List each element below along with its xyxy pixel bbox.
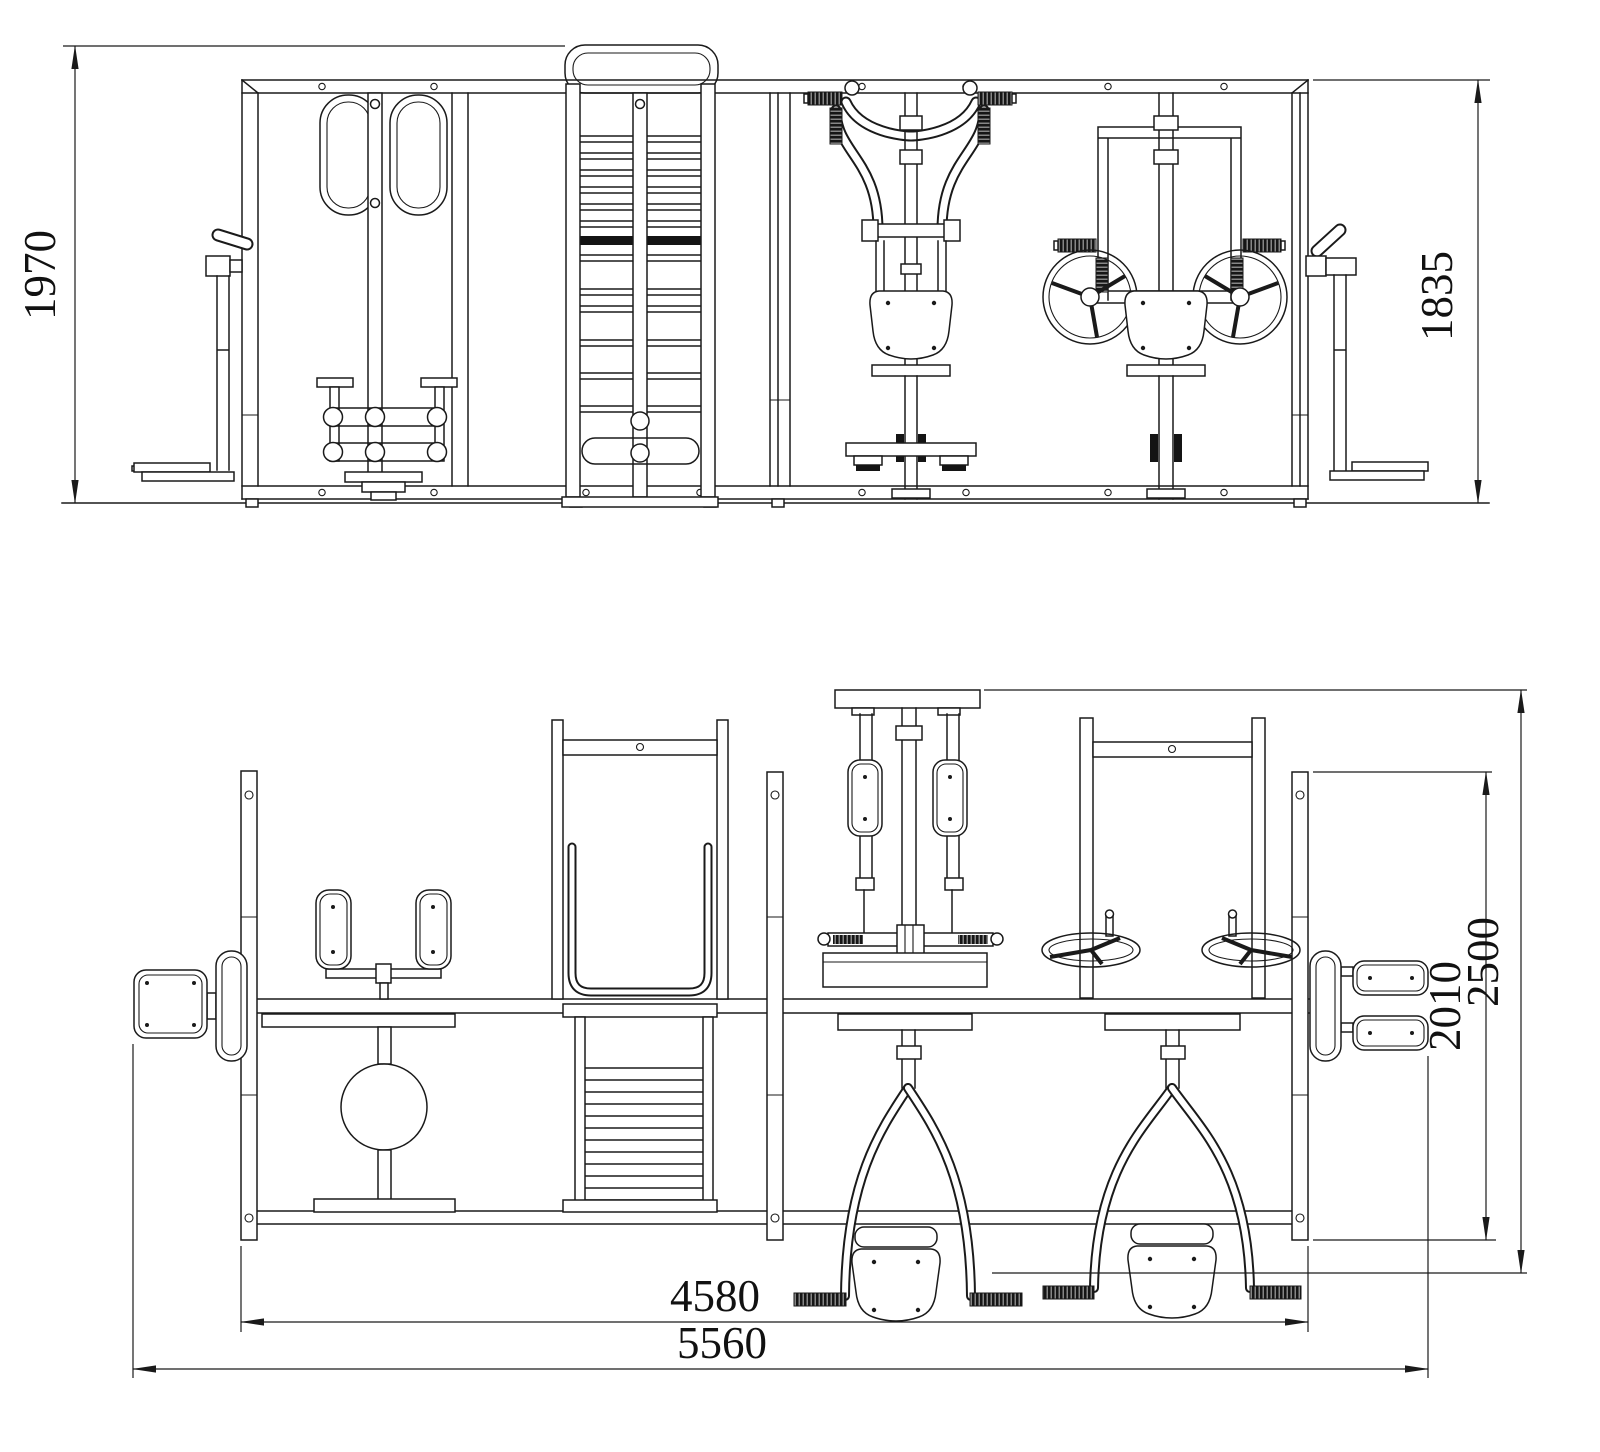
swing-pad-top [1352, 960, 1429, 996]
main-beam [206, 998, 1311, 1014]
dim-overall-height: 1970 [15, 45, 565, 504]
wheel-left [1042, 249, 1138, 345]
ladder-rail-left [565, 83, 581, 498]
dim-label-1835: 1835 [1412, 251, 1462, 341]
top-plan-view: 2010 2500 4580 5560 [132, 689, 1527, 1378]
frame-left [1079, 717, 1094, 999]
weight-rollers [316, 377, 458, 463]
stepper-rungs [584, 1067, 704, 1201]
plank-right [1291, 771, 1309, 1241]
ladder-u-frame [567, 842, 713, 997]
dim-frame-height: 1835 [1313, 79, 1490, 504]
handle-ring [215, 950, 248, 1062]
seat-board [562, 1003, 718, 1018]
wheel-right-plan [1201, 909, 1301, 968]
station-leg-swing-left-plan [133, 950, 248, 1062]
top-crossbar [562, 739, 718, 756]
backrest-pad [1124, 290, 1208, 360]
base-plate [822, 952, 988, 988]
grip-right [977, 91, 1013, 106]
station-lat-pulldown [316, 92, 458, 501]
station-shoulder-wheels [1042, 92, 1288, 500]
backrest-pad [1127, 1245, 1217, 1319]
grip-left [1042, 1285, 1095, 1300]
swing-pad-bottom [1352, 1015, 1429, 1051]
backrest-pad [851, 1248, 941, 1322]
dim-label-5560: 5560 [677, 1318, 767, 1368]
ladder-tray [581, 437, 700, 465]
handle-ring [1309, 950, 1342, 1062]
pad-left [315, 889, 352, 970]
pad-right [415, 889, 452, 970]
seat-board [261, 1013, 456, 1028]
pivot-housing [1305, 255, 1327, 277]
press-crossbar [867, 223, 955, 238]
rotation-disc [340, 1063, 428, 1151]
swing-pole [216, 275, 230, 471]
dim-overall-depth: 2500 [984, 689, 1527, 1274]
foot-plate [1351, 461, 1429, 472]
station-chest-press [803, 80, 1017, 500]
handle-loop-right [389, 94, 448, 216]
station-wall-ladder-plan [551, 719, 729, 1213]
top-plate [834, 689, 981, 709]
dim-label-2500: 2500 [1458, 917, 1508, 1007]
foot-plate [133, 462, 211, 473]
station-chest-press-plan [793, 689, 1023, 1322]
seat-pad [854, 1226, 938, 1248]
pivot-housing [205, 255, 231, 277]
station-shoulder-wheels-plan [1041, 717, 1302, 1319]
seat-pad [871, 364, 951, 377]
grip-right [969, 1292, 1023, 1307]
ladder-rail-right [700, 83, 716, 498]
dim-label-2010: 2010 [1420, 961, 1470, 1051]
frame-right [1251, 717, 1266, 999]
foot-bar [845, 442, 977, 457]
ladder-center-post [632, 92, 648, 498]
wheel-right [1192, 249, 1288, 345]
station-leg-swing-right-plan [1309, 950, 1429, 1062]
grip-right [1249, 1285, 1302, 1300]
arm-pad-right [932, 759, 968, 837]
dim-label-1970: 1970 [15, 230, 65, 320]
pullup-handle [564, 44, 719, 94]
station-leg-swing-left [131, 228, 254, 482]
dim-frame-depth: 2010 [1313, 771, 1496, 1241]
stack-base [344, 471, 423, 483]
seat-pad [1130, 1223, 1214, 1245]
foot-board [313, 1198, 456, 1213]
grip-left [807, 91, 843, 106]
grip-left [793, 1292, 847, 1307]
ladder-base [561, 496, 719, 508]
station-leg-swing-right [1305, 223, 1429, 481]
top-crossbar [1092, 741, 1253, 758]
swing-pad [133, 969, 208, 1039]
backrest-pad [869, 290, 953, 360]
seat-pad [1126, 364, 1206, 377]
wheel-left-plan [1041, 909, 1141, 968]
rail-right [716, 719, 729, 1000]
station-wall-ladder [561, 44, 719, 508]
dim-frame-width: 4580 [240, 1246, 1309, 1332]
dim-overall-width: 5560 [132, 1044, 1429, 1378]
rail-left [551, 719, 564, 1000]
dim-label-4580: 4580 [670, 1271, 760, 1321]
front-elevation-view: 1970 1835 [15, 44, 1490, 508]
swing-pole [1333, 274, 1347, 471]
plank-middle [766, 771, 784, 1241]
station-leg-press-plan [261, 889, 456, 1213]
frame-planks [240, 770, 1309, 1241]
arm-pad-left [847, 759, 883, 837]
